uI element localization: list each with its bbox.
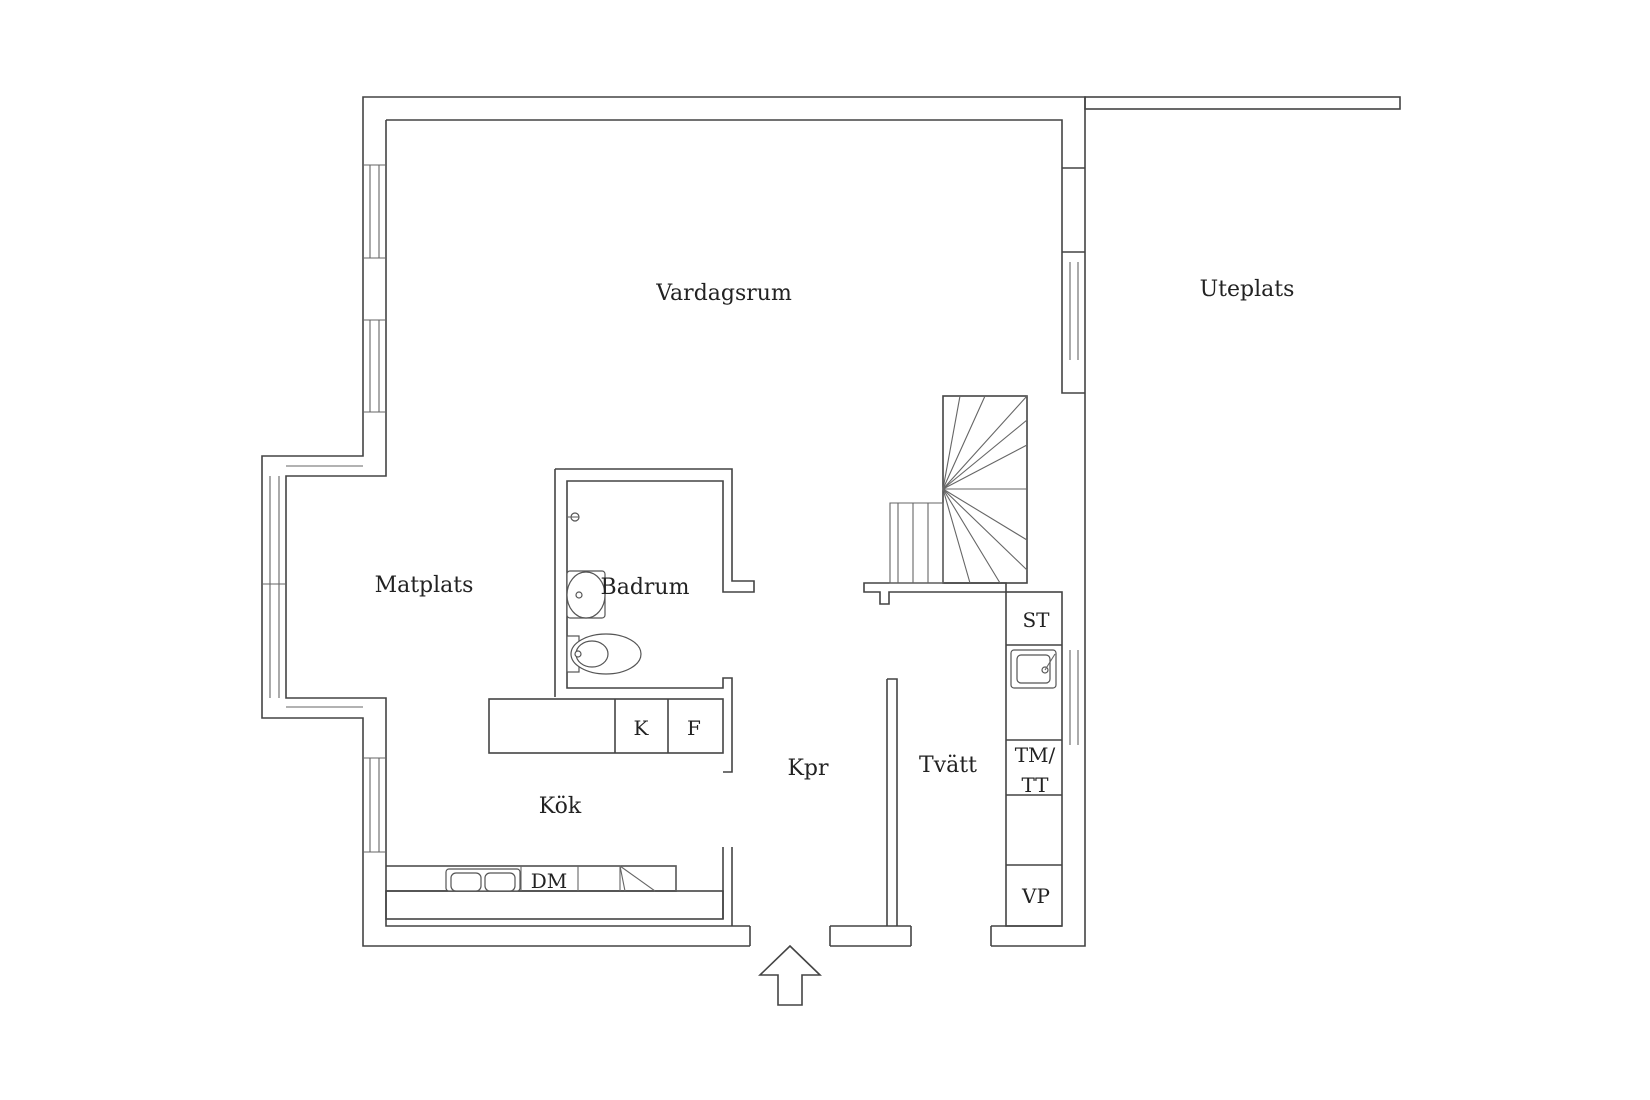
windows <box>262 164 1079 853</box>
outer-walls <box>261 96 1086 947</box>
toilet-icon <box>566 633 642 675</box>
appliance-label-tt: TT <box>1021 773 1049 797</box>
sink-icon <box>1010 649 1057 689</box>
terrace-wall <box>1084 96 1401 110</box>
room-label-badrum: Badrum <box>601 575 690 600</box>
room-label-vardagsrum: Vardagsrum <box>655 281 792 306</box>
bathroom-walls <box>554 468 755 773</box>
room-label-uteplats: Uteplats <box>1200 277 1295 302</box>
appliance-label-st: ST <box>1022 608 1050 632</box>
appliance-label-f: F <box>687 716 701 740</box>
kitchen-counter <box>385 847 733 926</box>
room-label-kok: Kök <box>539 794 582 819</box>
kitchen-island <box>488 698 724 754</box>
stove-icon <box>619 865 656 892</box>
laundry-wall <box>886 678 992 950</box>
sink-icon <box>445 868 521 892</box>
laundry-column <box>1005 591 1063 927</box>
appliance-label-k: K <box>634 716 650 740</box>
shower-icon <box>567 512 580 522</box>
entrance-arrow-icon <box>758 944 822 1006</box>
room-label-matplats: Matplats <box>375 573 474 598</box>
room-label-tvatt: Tvätt <box>919 753 977 778</box>
sink-icon <box>566 570 606 619</box>
spiral-stairs-icon <box>863 395 1028 605</box>
room-label-kpr: Kpr <box>787 756 829 781</box>
appliance-label-vp: VP <box>1021 884 1050 908</box>
appliance-label-tm: TM/ <box>1015 743 1056 767</box>
appliance-label-dm: DM <box>531 869 568 893</box>
